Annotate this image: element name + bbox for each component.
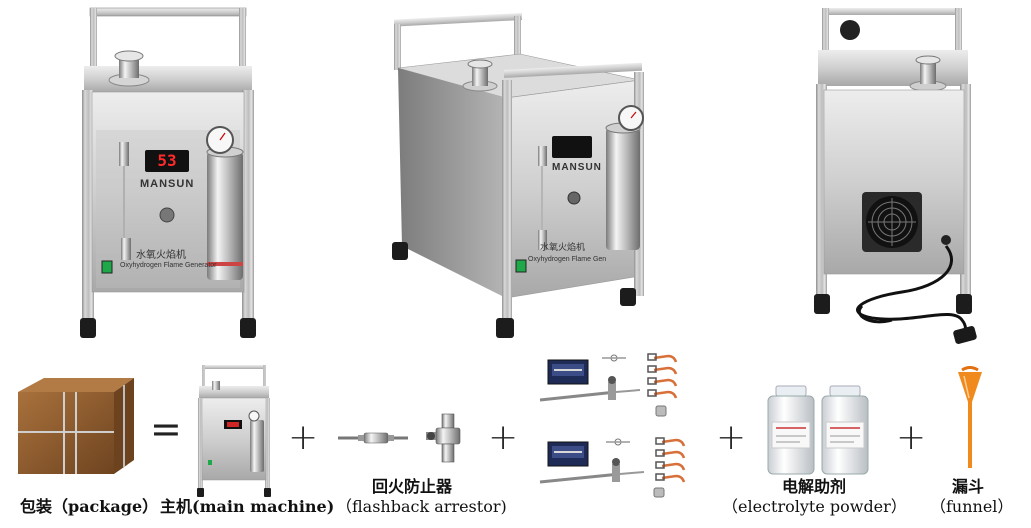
main-machine-image — [196, 364, 272, 498]
caption-electrolyte-en: （electrolyte powder） — [722, 497, 907, 516]
machine-angled-view: MANSUN 水氧火焰机 Oxyhydrogen Flame Gen — [388, 6, 656, 342]
caption-funnel-cn: 漏斗 — [952, 477, 985, 496]
plus-sign-3: + — [716, 417, 747, 458]
plus-sign-2: + — [488, 417, 519, 458]
welding-torch-kits-image — [536, 350, 708, 498]
caption-electrolyte-cn: 电解助剂 — [782, 477, 847, 496]
machine-label-en: Oxyhydrogen Flame Generator — [120, 262, 217, 269]
machine-label-en-angled: Oxyhydrogen Flame Gen — [528, 256, 607, 263]
package-box-image — [14, 376, 138, 476]
electrolyte-powder-image — [766, 384, 872, 476]
caption-funnel-en: （funnel） — [930, 497, 1014, 516]
machine-label-cn: 水氧火焰机 — [136, 250, 186, 261]
brand-label: MANSUN — [140, 178, 195, 190]
funnel-image — [956, 366, 984, 470]
caption-main-machine: 主机(main machine) — [160, 497, 335, 516]
caption-arrestor-en: （flashback arrestor) — [336, 497, 507, 516]
machine-front-view: 53 MANSUN 水氧火焰机 Oxyhydrogen Flame Genera… — [78, 6, 258, 344]
flashback-arrestor-image — [336, 410, 474, 466]
plus-sign-4: + — [896, 417, 927, 458]
display-reading: 53 — [157, 151, 177, 170]
machine-rear-view — [812, 6, 992, 346]
caption-package: 包装（package） — [20, 497, 159, 516]
plus-sign-1: + — [288, 417, 319, 458]
caption-arrestor-cn: 回火防止器 — [372, 477, 453, 496]
brand-label-angled: MANSUN — [552, 162, 602, 173]
equals-sign: = — [150, 407, 182, 451]
machine-label-cn-angled: 水氧火焰机 — [540, 243, 586, 253]
